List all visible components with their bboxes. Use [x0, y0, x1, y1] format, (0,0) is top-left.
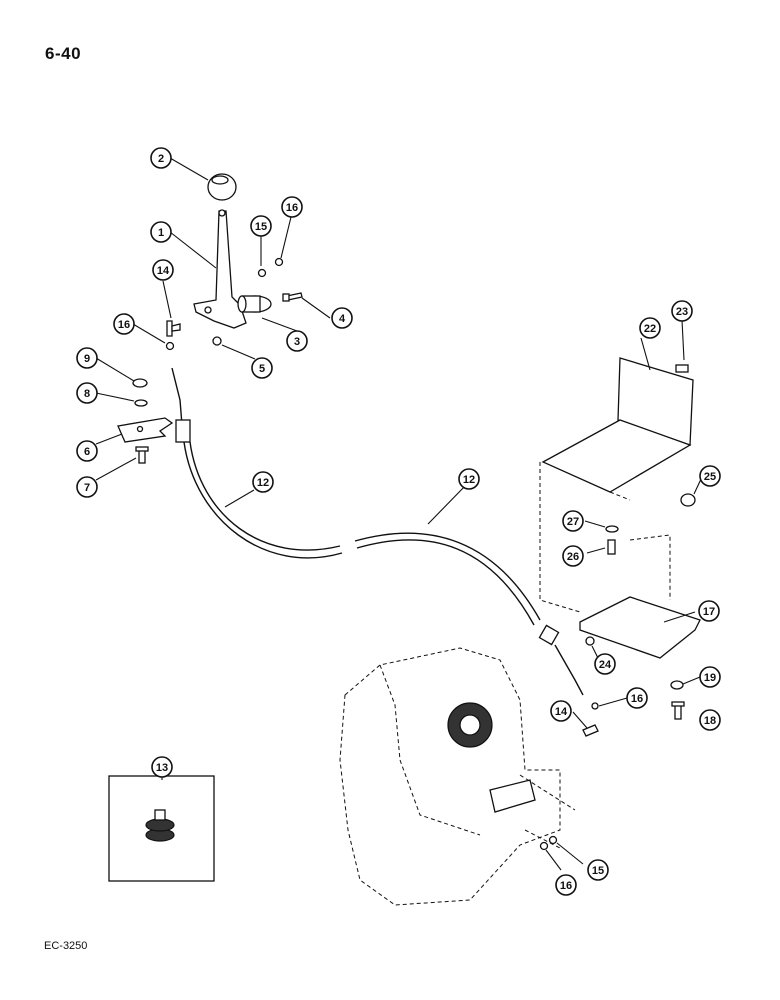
- callout-7: 7: [76, 476, 98, 498]
- mounting-bracket-22: [539, 357, 694, 613]
- bracket-17: [579, 534, 701, 659]
- nut-24: [585, 636, 595, 646]
- clip-16-bottom: [591, 702, 599, 710]
- callout-2: 2: [150, 147, 172, 169]
- callout-14: 14: [550, 700, 572, 722]
- svg-text:13: 13: [156, 762, 168, 774]
- svg-text:23: 23: [676, 306, 688, 318]
- svg-text:14: 14: [555, 706, 568, 718]
- svg-text:3: 3: [294, 336, 300, 348]
- callout-16: 16: [113, 313, 135, 335]
- callout-15: 15: [587, 859, 609, 881]
- washer-16-top: [274, 257, 284, 267]
- callout-14: 14: [152, 259, 174, 281]
- svg-text:26: 26: [567, 551, 579, 563]
- svg-text:27: 27: [567, 516, 579, 528]
- callout-3: 3: [286, 330, 308, 352]
- svg-text:24: 24: [599, 659, 612, 671]
- page-number: 6-40: [45, 44, 82, 63]
- svg-text:16: 16: [560, 880, 572, 892]
- leader-lines: [95, 157, 703, 871]
- clip-16-top: [165, 341, 175, 351]
- bolt-26: [607, 539, 616, 555]
- control-cable: [171, 367, 584, 696]
- svg-text:16: 16: [118, 319, 130, 331]
- lever-pivot-shaft: [237, 295, 272, 313]
- svg-text:22: 22: [644, 323, 656, 335]
- inset-box: [108, 775, 215, 882]
- svg-text:4: 4: [339, 313, 346, 325]
- callout-17: 17: [698, 600, 720, 622]
- callout-6: 6: [76, 440, 98, 462]
- nut-16-bottom: [539, 841, 549, 851]
- bolt-23: [675, 364, 689, 373]
- callout-25: 25: [699, 465, 721, 487]
- nut-9: [132, 378, 148, 388]
- callout-12: 12: [458, 468, 480, 490]
- transmission-housing: [339, 647, 576, 906]
- callout-9: 9: [76, 347, 98, 369]
- callout-19: 19: [699, 666, 721, 688]
- svg-text:16: 16: [286, 202, 298, 214]
- svg-text:9: 9: [84, 353, 90, 365]
- svg-text:18: 18: [704, 715, 716, 727]
- callout-27: 27: [562, 510, 584, 532]
- nut-5: [212, 336, 222, 346]
- callout-4: 4: [331, 307, 353, 329]
- nut-15-top: [257, 268, 267, 278]
- callout-5: 5: [251, 357, 273, 379]
- callout-1: 1: [150, 221, 172, 243]
- callout-8: 8: [76, 382, 98, 404]
- svg-text:5: 5: [259, 363, 265, 375]
- callout-24: 24: [594, 653, 616, 675]
- callout-18: 18: [699, 709, 721, 731]
- bolt-18: [671, 701, 685, 720]
- pivot-bolt: [282, 292, 303, 302]
- gear-lever-knob: [207, 173, 237, 201]
- grommet-13: [145, 809, 175, 842]
- svg-text:17: 17: [703, 606, 715, 618]
- washer-27: [605, 525, 619, 533]
- clevis-pin-14-top: [166, 320, 181, 337]
- clevis-pin-14-bottom: [582, 724, 599, 737]
- svg-text:6: 6: [84, 446, 90, 458]
- washer-8: [134, 399, 148, 407]
- washer-19: [670, 680, 684, 690]
- svg-text:1: 1: [158, 227, 164, 239]
- callout-23: 23: [671, 300, 693, 322]
- callout-15: 15: [250, 215, 272, 237]
- nut-25: [680, 493, 696, 507]
- svg-text:19: 19: [704, 672, 716, 684]
- svg-text:16: 16: [631, 693, 643, 705]
- svg-text:2: 2: [158, 153, 164, 165]
- svg-text:14: 14: [157, 265, 170, 277]
- callout-16: 16: [555, 874, 577, 896]
- gear-lever: [193, 209, 247, 329]
- callout-16: 16: [281, 196, 303, 218]
- svg-text:12: 12: [257, 477, 269, 489]
- washer-15-bottom: [548, 835, 558, 845]
- svg-text:25: 25: [704, 471, 716, 483]
- callout-26: 26: [562, 545, 584, 567]
- cable-bracket-6: [117, 417, 174, 443]
- svg-text:8: 8: [84, 388, 90, 400]
- document-code: EC-3250: [44, 940, 88, 952]
- callout-22: 22: [639, 317, 661, 339]
- svg-text:15: 15: [255, 221, 267, 233]
- svg-text:7: 7: [84, 482, 90, 494]
- callout-13: 13: [151, 756, 173, 778]
- svg-text:12: 12: [463, 474, 475, 486]
- callout-12: 12: [252, 471, 274, 493]
- svg-text:15: 15: [592, 865, 604, 877]
- bolt-7: [135, 446, 149, 464]
- callout-16: 16: [626, 687, 648, 709]
